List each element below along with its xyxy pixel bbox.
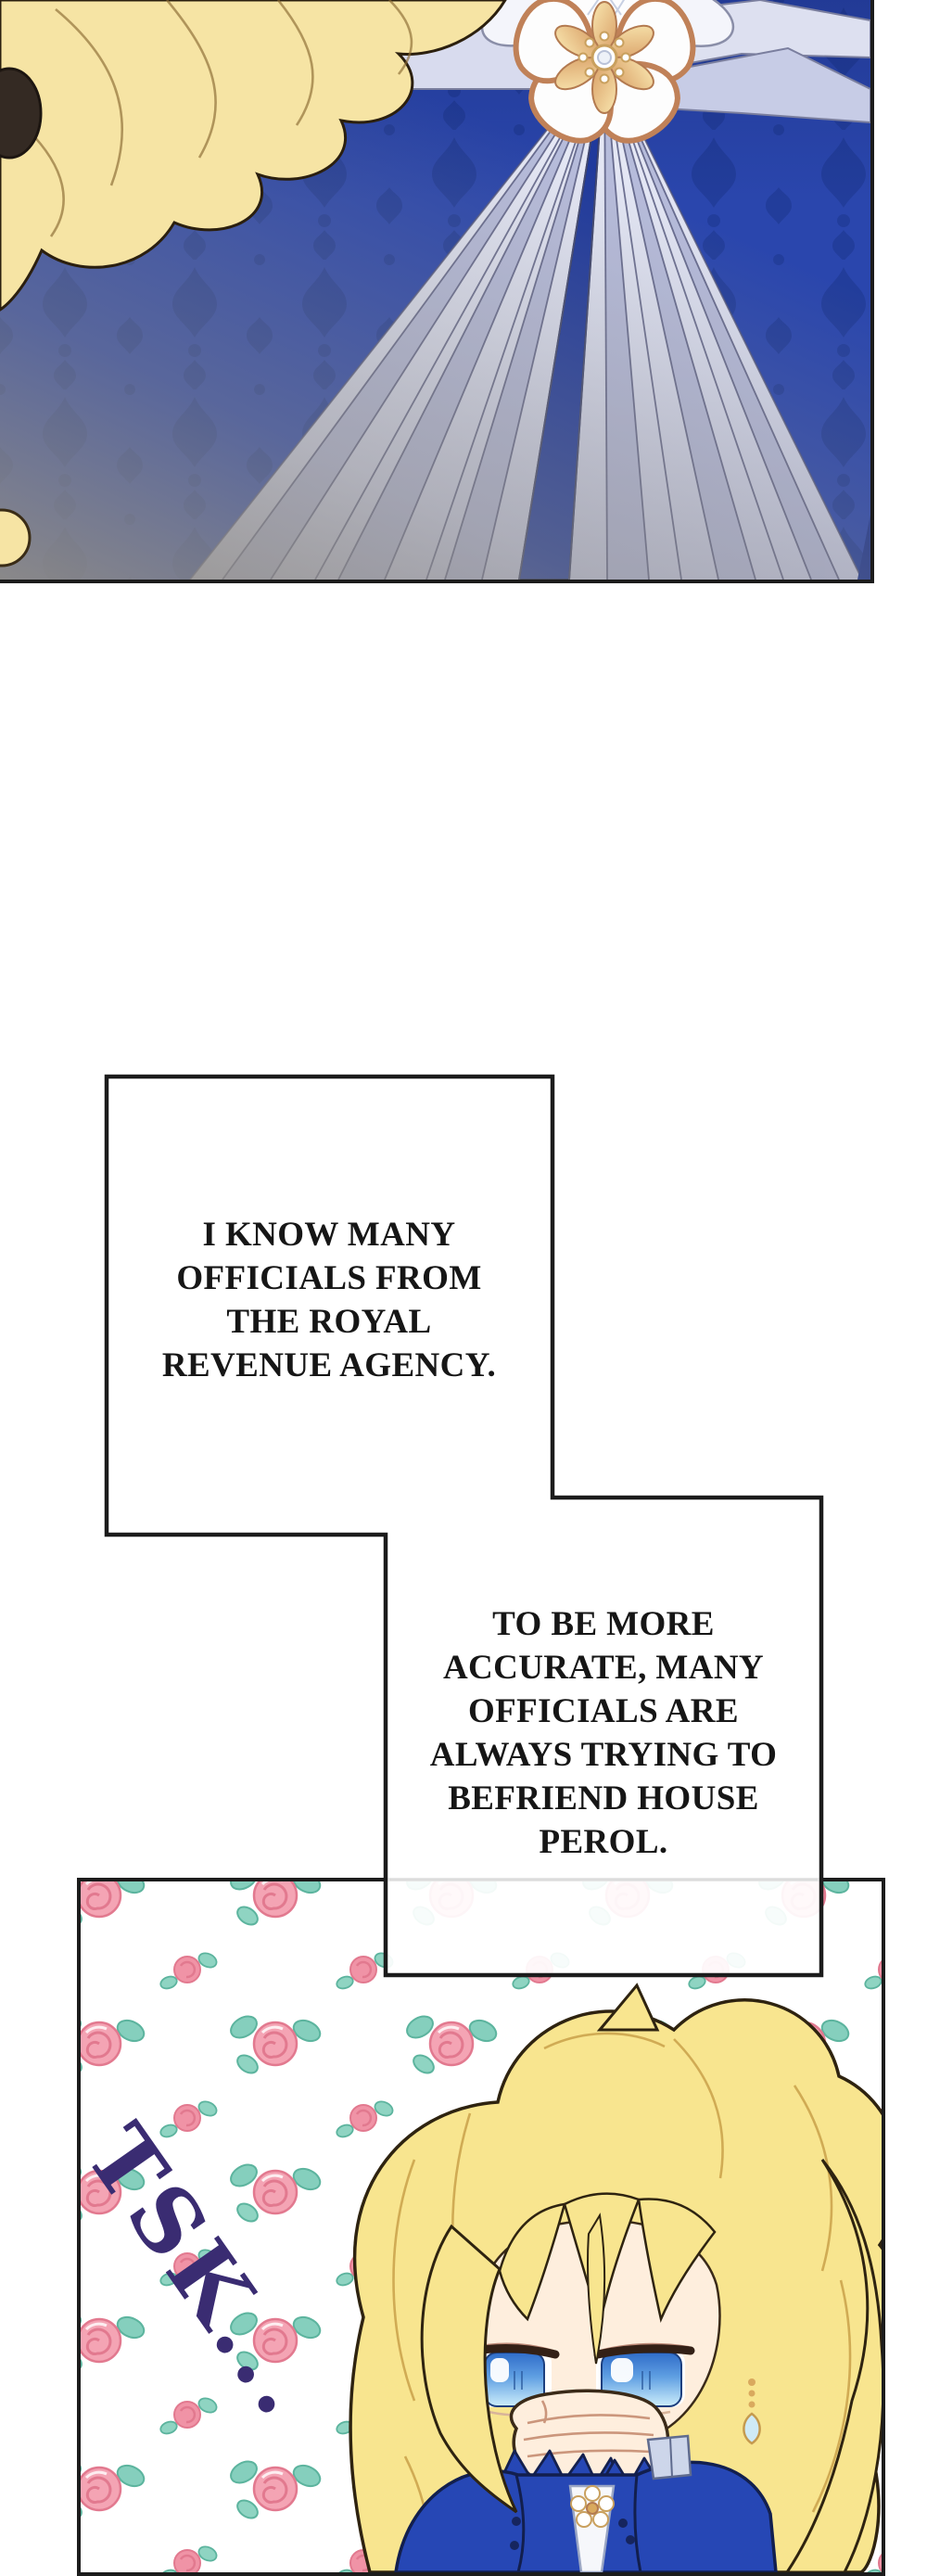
gown-art [0, 0, 870, 580]
character-blonde-girl [349, 1983, 882, 2572]
speech-bubble-text-1: I KNOW MANY OFFICIALS FROM THE ROYAL REV… [161, 1216, 497, 1384]
flower-brooch [513, 0, 696, 144]
speech-bubble-outline [104, 1074, 824, 1978]
hair-locks [0, 0, 507, 567]
hair-front [420, 2159, 882, 2572]
speech-bubble-text-2: TO BE MORE ACCURATE, MANY OFFICIALS ARE … [429, 1605, 778, 1861]
flower-pendant [570, 2485, 615, 2528]
panel-gown-closeup [0, 0, 874, 583]
panel-floral-room: TSK... [77, 1878, 885, 2576]
